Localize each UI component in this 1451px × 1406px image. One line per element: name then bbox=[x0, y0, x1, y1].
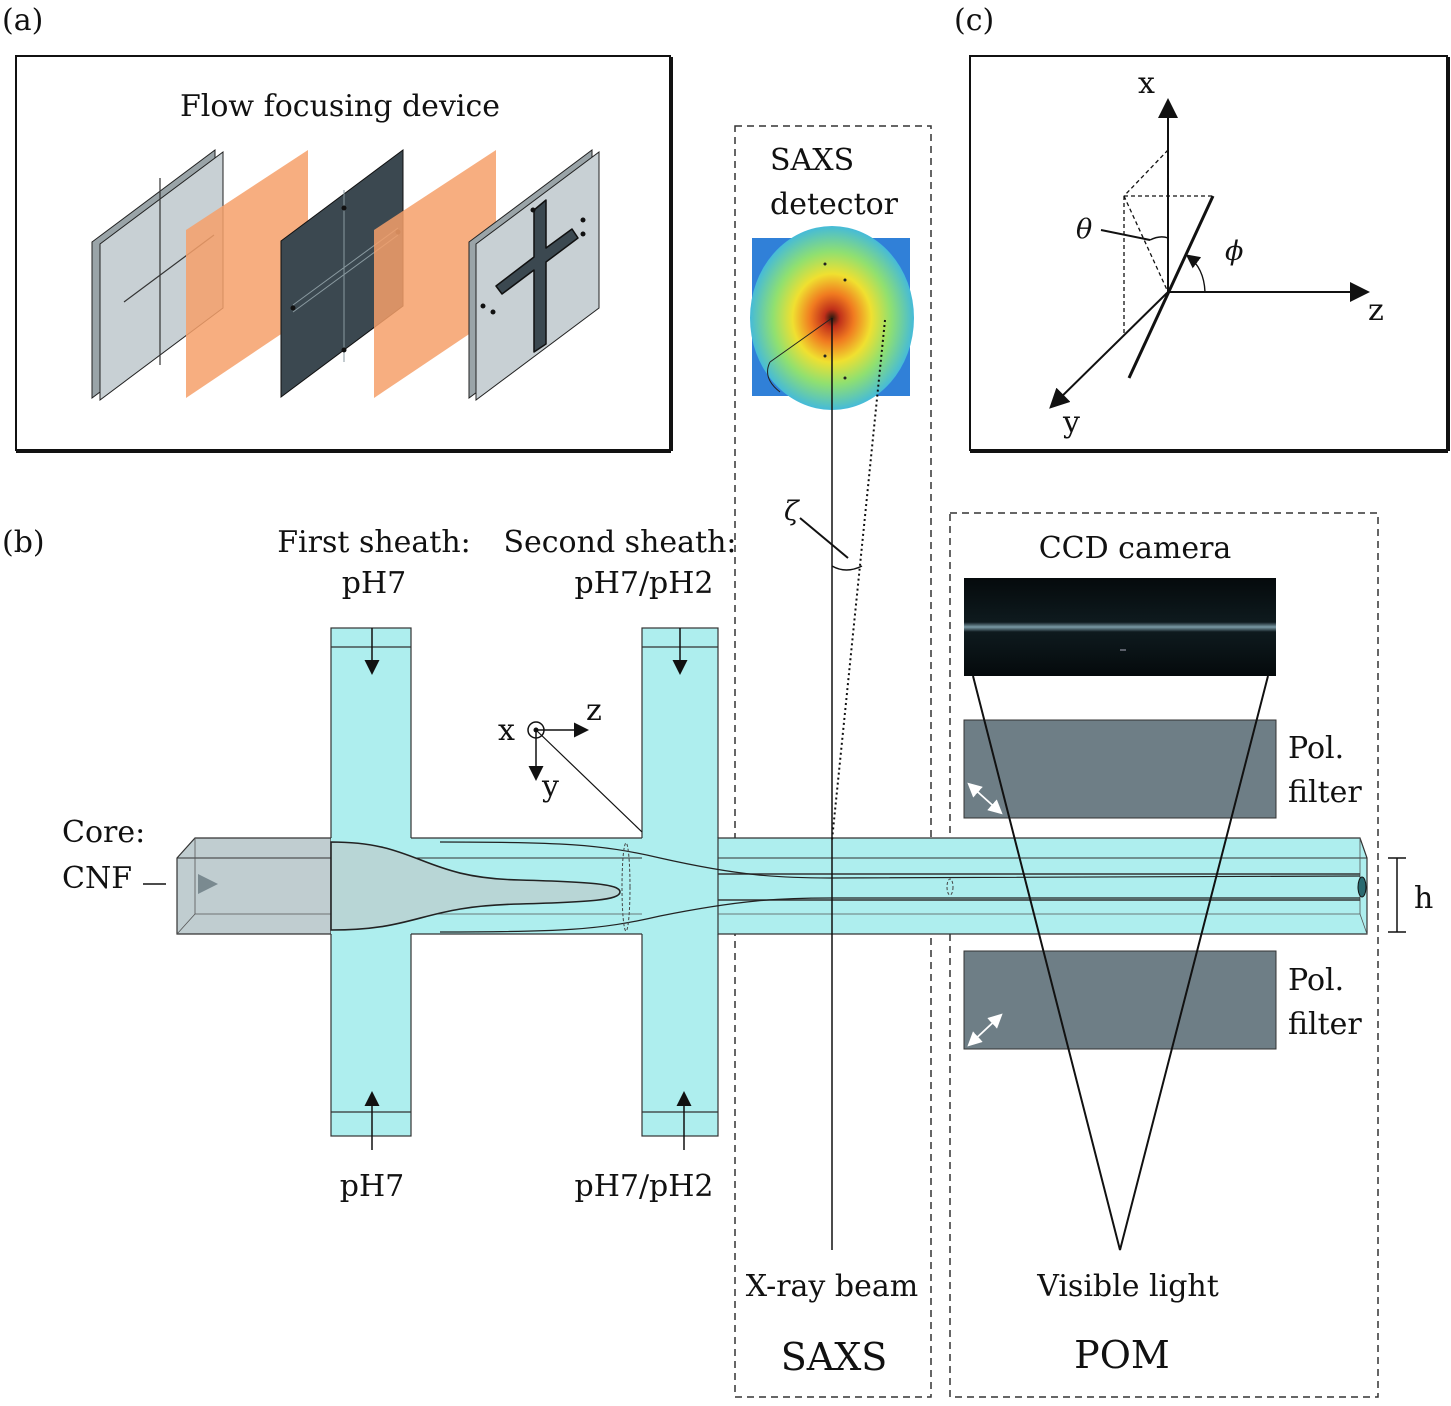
core-inlet bbox=[176, 837, 332, 935]
pol-filter-bottom-label-1: Pol. bbox=[1288, 963, 1344, 998]
bottom-second-ph: pH7/pH2 bbox=[574, 1169, 713, 1204]
b-label-x: x bbox=[498, 713, 515, 748]
saxs-box bbox=[734, 125, 932, 1398]
orange-sheet-1 bbox=[186, 150, 308, 398]
focused-stream bbox=[439, 841, 1361, 933]
orange-sheet-2 bbox=[374, 150, 496, 398]
b-coordinate-system: x z y bbox=[498, 693, 643, 833]
scattered-beam bbox=[831, 319, 886, 841]
zeta-label: ζ bbox=[784, 496, 800, 527]
bottom-first-ph: pH7 bbox=[340, 1169, 404, 1204]
ccd-camera-image bbox=[964, 578, 1276, 676]
c-theta-arc bbox=[1149, 236, 1169, 241]
panel-label-b: (b) bbox=[2, 525, 45, 560]
c-label-theta: θ bbox=[1076, 214, 1092, 245]
grey-plate-right bbox=[468, 149, 600, 401]
c-label-y: y bbox=[1062, 405, 1080, 440]
ccd-camera-label: CCD camera bbox=[1039, 531, 1232, 566]
saxs-label: SAXS bbox=[781, 1335, 888, 1379]
first-sheath-ph: pH7 bbox=[342, 566, 406, 601]
core-stream bbox=[330, 841, 621, 931]
xray-beam-label: X-ray beam bbox=[746, 1269, 918, 1304]
saxs-detector-label-1: SAXS bbox=[770, 143, 854, 178]
pol-filter-top bbox=[963, 719, 1277, 819]
core-cnf: CNF bbox=[62, 861, 132, 896]
pom-box bbox=[949, 512, 1379, 1398]
c-label-z: z bbox=[1368, 293, 1384, 328]
panel-a: Flow focusing device bbox=[15, 55, 673, 453]
c-label-x: x bbox=[1138, 66, 1155, 101]
panel-c: x z y θ ϕ bbox=[969, 55, 1450, 453]
outlet-channel bbox=[717, 837, 1368, 935]
c-axis-y bbox=[1049, 291, 1169, 409]
saxs-detector-label-2: detector bbox=[770, 187, 899, 222]
first-sheath-label: First sheath: bbox=[277, 525, 471, 560]
c-label-phi: ϕ bbox=[1225, 236, 1243, 267]
b-label-z: z bbox=[586, 693, 602, 728]
panel-label-c: (c) bbox=[954, 3, 994, 38]
c-projections bbox=[1123, 149, 1213, 336]
second-sheath-label: Second sheath: bbox=[503, 525, 736, 560]
second-sheath-ph: pH7/pH2 bbox=[574, 566, 713, 601]
pol-filter-bottom bbox=[963, 950, 1277, 1050]
visible-light-label: Visible light bbox=[1036, 1269, 1219, 1304]
panel-label-a: (a) bbox=[2, 3, 43, 38]
pol-filter-bottom-label-2: filter bbox=[1288, 1007, 1362, 1042]
b-label-y: y bbox=[541, 769, 559, 804]
c-fibre bbox=[1127, 195, 1215, 379]
c-phi-arc bbox=[1185, 254, 1206, 293]
height-label: h bbox=[1414, 881, 1433, 916]
zeta-arc bbox=[831, 565, 863, 571]
pol-filter-top-label-2: filter bbox=[1288, 775, 1362, 810]
height-marker: h bbox=[1388, 857, 1433, 933]
pom-label: POM bbox=[1074, 1333, 1170, 1377]
light-cone bbox=[972, 675, 1269, 1251]
core-label: Core: bbox=[62, 815, 145, 850]
pol-filter-top-label-1: Pol. bbox=[1288, 731, 1344, 766]
panel-b: First sheath: pH7 Second sheath: pH7/pH2… bbox=[62, 125, 1433, 1398]
flow-focusing-title: Flow focusing device bbox=[180, 89, 500, 124]
